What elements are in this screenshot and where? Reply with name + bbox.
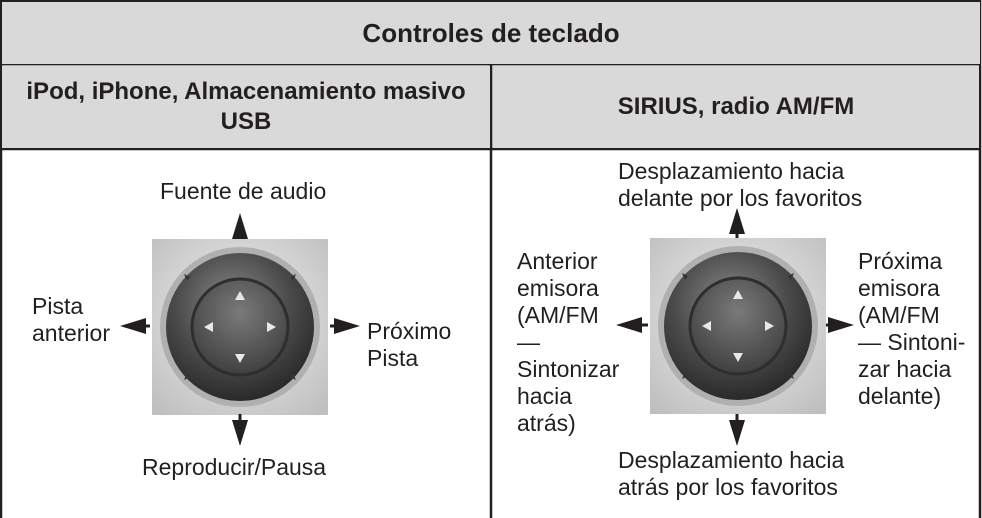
- label-scroll-back-favorites: Desplazamiento hacia atrás por los favor…: [618, 447, 845, 500]
- label-audio-source: Fuente de audio: [160, 178, 327, 204]
- label-previous-station: Anterior emisora (AM/FM — Sintonizar hac…: [517, 248, 620, 436]
- column-heading-radio: SIRIUS, radio AM/FM: [493, 66, 979, 148]
- label-next-station: Próxima emisora (AM/FM — Sintoni- zar ha…: [858, 248, 966, 409]
- label-play-pause: Reproducir/Pausa: [142, 454, 327, 480]
- keyboard-directional-pad-icon: [152, 239, 328, 415]
- label-previous-track: Pista anterior: [32, 293, 110, 346]
- table-title: Controles de teclado: [2, 2, 980, 64]
- label-scroll-forward-favorites: Desplazamiento hacia delante por los fav…: [618, 158, 863, 211]
- keyboard-directional-pad-icon: [650, 238, 826, 414]
- column-heading-ipod: iPod, iPhone, Almacenamiento masivo USB: [2, 66, 490, 148]
- label-next-track: Próximo Pista: [367, 318, 452, 371]
